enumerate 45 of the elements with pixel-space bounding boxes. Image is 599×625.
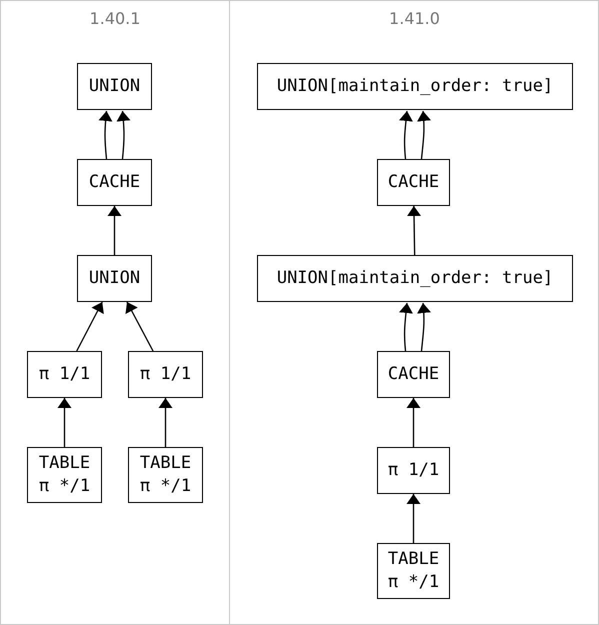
operator-label: UNION — [88, 75, 140, 98]
arrow — [108, 206, 122, 255]
operator-label: π 1/1 — [388, 459, 440, 482]
operator-label: π */1 — [140, 475, 192, 498]
arrow — [416, 110, 431, 160]
arrow — [406, 398, 420, 447]
operator-box — [257, 63, 573, 110]
operator-box — [257, 255, 573, 302]
operator-box — [128, 351, 203, 398]
operator-box — [27, 351, 102, 398]
operator-box — [377, 159, 450, 206]
operator-label: π 1/1 — [38, 363, 90, 386]
operator-label: CACHE — [388, 363, 440, 386]
operator-label: π */1 — [38, 475, 90, 498]
operator-box — [377, 543, 450, 599]
arrow — [158, 398, 172, 447]
operator-label: UNION[maintain_order: true] — [276, 75, 554, 98]
operator-box — [77, 255, 152, 302]
version-label: 1.40.1 — [88, 9, 142, 28]
operator-label: UNION — [88, 267, 140, 290]
operator-label: CACHE — [388, 171, 440, 194]
arrow — [76, 302, 104, 352]
operator-box — [27, 447, 102, 503]
operator-box — [77, 159, 152, 206]
arrow — [116, 110, 130, 160]
arrow — [58, 398, 72, 447]
operator-label: UNION[maintain_order: true] — [276, 267, 554, 290]
operator-label: TABLE — [388, 548, 440, 571]
operator-box — [128, 447, 203, 503]
arrow — [126, 302, 154, 352]
operator-label: TABLE — [140, 452, 192, 475]
arrow — [416, 302, 431, 352]
operator-label: TABLE — [38, 452, 90, 475]
operator-box — [377, 447, 450, 494]
operator-box — [77, 63, 152, 110]
version-label: 1.41.0 — [388, 9, 441, 28]
operator-label: π */1 — [388, 571, 440, 594]
arrow — [407, 206, 422, 256]
arrow — [98, 110, 112, 160]
arrow — [399, 110, 413, 160]
operator-box — [377, 351, 450, 398]
operator-label: CACHE — [88, 171, 140, 194]
arrow — [399, 302, 413, 352]
operator-label: π 1/1 — [140, 363, 192, 386]
arrow — [406, 494, 420, 543]
